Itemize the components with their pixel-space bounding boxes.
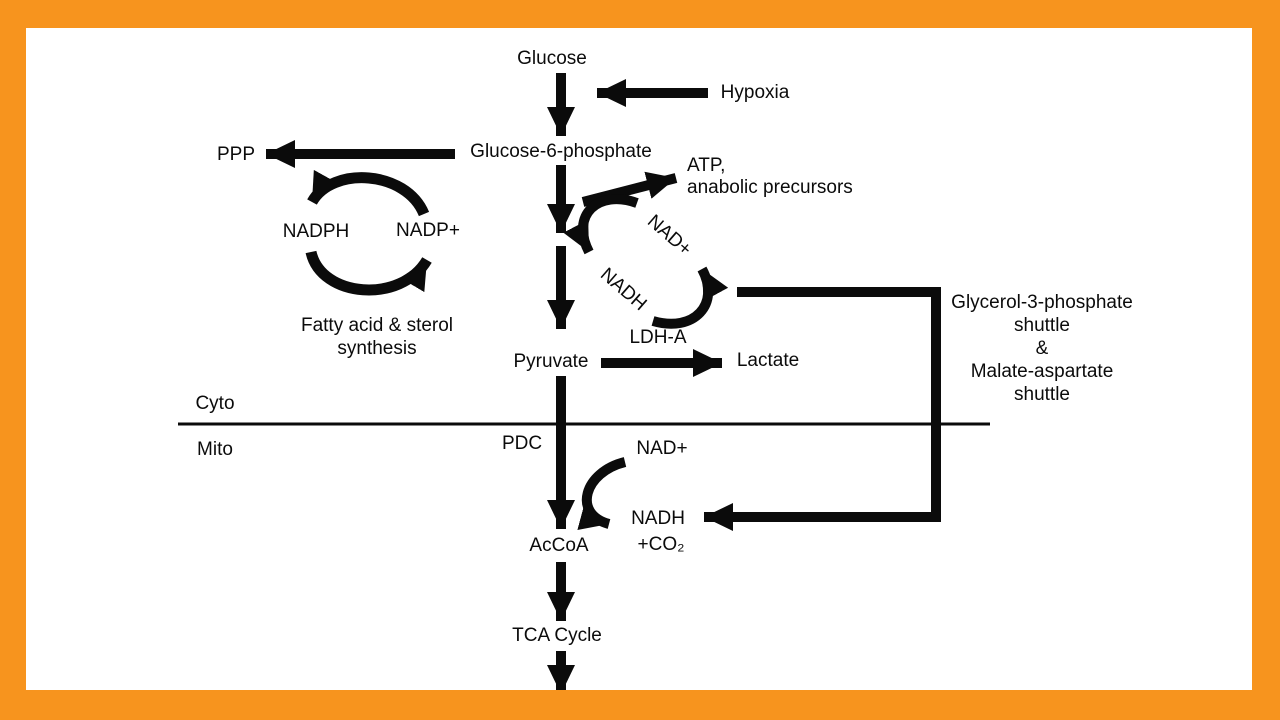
label-shuttle-block: Glycerol-3-phosphate shuttle & Malate-as…	[951, 291, 1133, 406]
frame-bottom	[0, 690, 1280, 720]
label-pdc: PDC	[501, 433, 543, 454]
label-fatty-acid-block: Fatty acid & sterol synthesis	[301, 314, 453, 360]
arc-nad-to-nadh-cyto	[563, 194, 639, 255]
label-tca: TCA Cycle	[512, 625, 602, 646]
label-shuttle-line5: shuttle	[1014, 384, 1070, 405]
arrow-shuttle-connector	[704, 287, 941, 531]
label-atp-block: ATP, anabolic precursors	[687, 155, 853, 199]
arc-nadh-to-nad-cyto	[651, 266, 729, 329]
label-nadh-mito: NADH	[631, 508, 685, 529]
label-g6p: Glucose-6-phosphate	[470, 141, 652, 162]
label-glucose: Glucose	[517, 48, 587, 69]
arc-nadp-to-nadph	[307, 169, 430, 217]
frame-left	[0, 0, 26, 720]
label-shuttle-line1: Glycerol-3-phosphate	[951, 292, 1133, 313]
label-cyto: Cyto	[195, 393, 235, 414]
label-co2: +CO₂	[637, 534, 685, 555]
label-nadph: NADPH	[282, 221, 350, 242]
frame-right	[1252, 0, 1280, 720]
label-nad-mito: NAD+	[636, 438, 688, 459]
label-accoa: AcCoA	[529, 535, 589, 556]
label-atp-line2: anabolic precursors	[687, 177, 853, 198]
label-nadp: NADP+	[396, 220, 460, 241]
label-fatty-line1: Fatty acid & sterol	[300, 315, 454, 336]
label-lactate: Lactate	[736, 350, 800, 371]
label-shuttle-line3: &	[1035, 338, 1049, 359]
arc-nadph-to-nadp	[305, 250, 432, 296]
label-mito: Mito	[197, 439, 233, 460]
label-hypoxia: Hypoxia	[720, 82, 790, 103]
label-ppp: PPP	[216, 144, 256, 165]
label-pyruvate: Pyruvate	[513, 351, 589, 372]
label-shuttle-line4: Malate-aspartate	[970, 361, 1114, 382]
label-atp-line1: ATP,	[687, 155, 726, 176]
frame-top	[0, 0, 1280, 28]
label-ldh: LDH-A	[629, 327, 687, 348]
arc-nad-to-nadh-mito	[577, 457, 627, 530]
label-fatty-line2: synthesis	[337, 338, 417, 359]
label-shuttle-line2: shuttle	[1014, 315, 1070, 336]
